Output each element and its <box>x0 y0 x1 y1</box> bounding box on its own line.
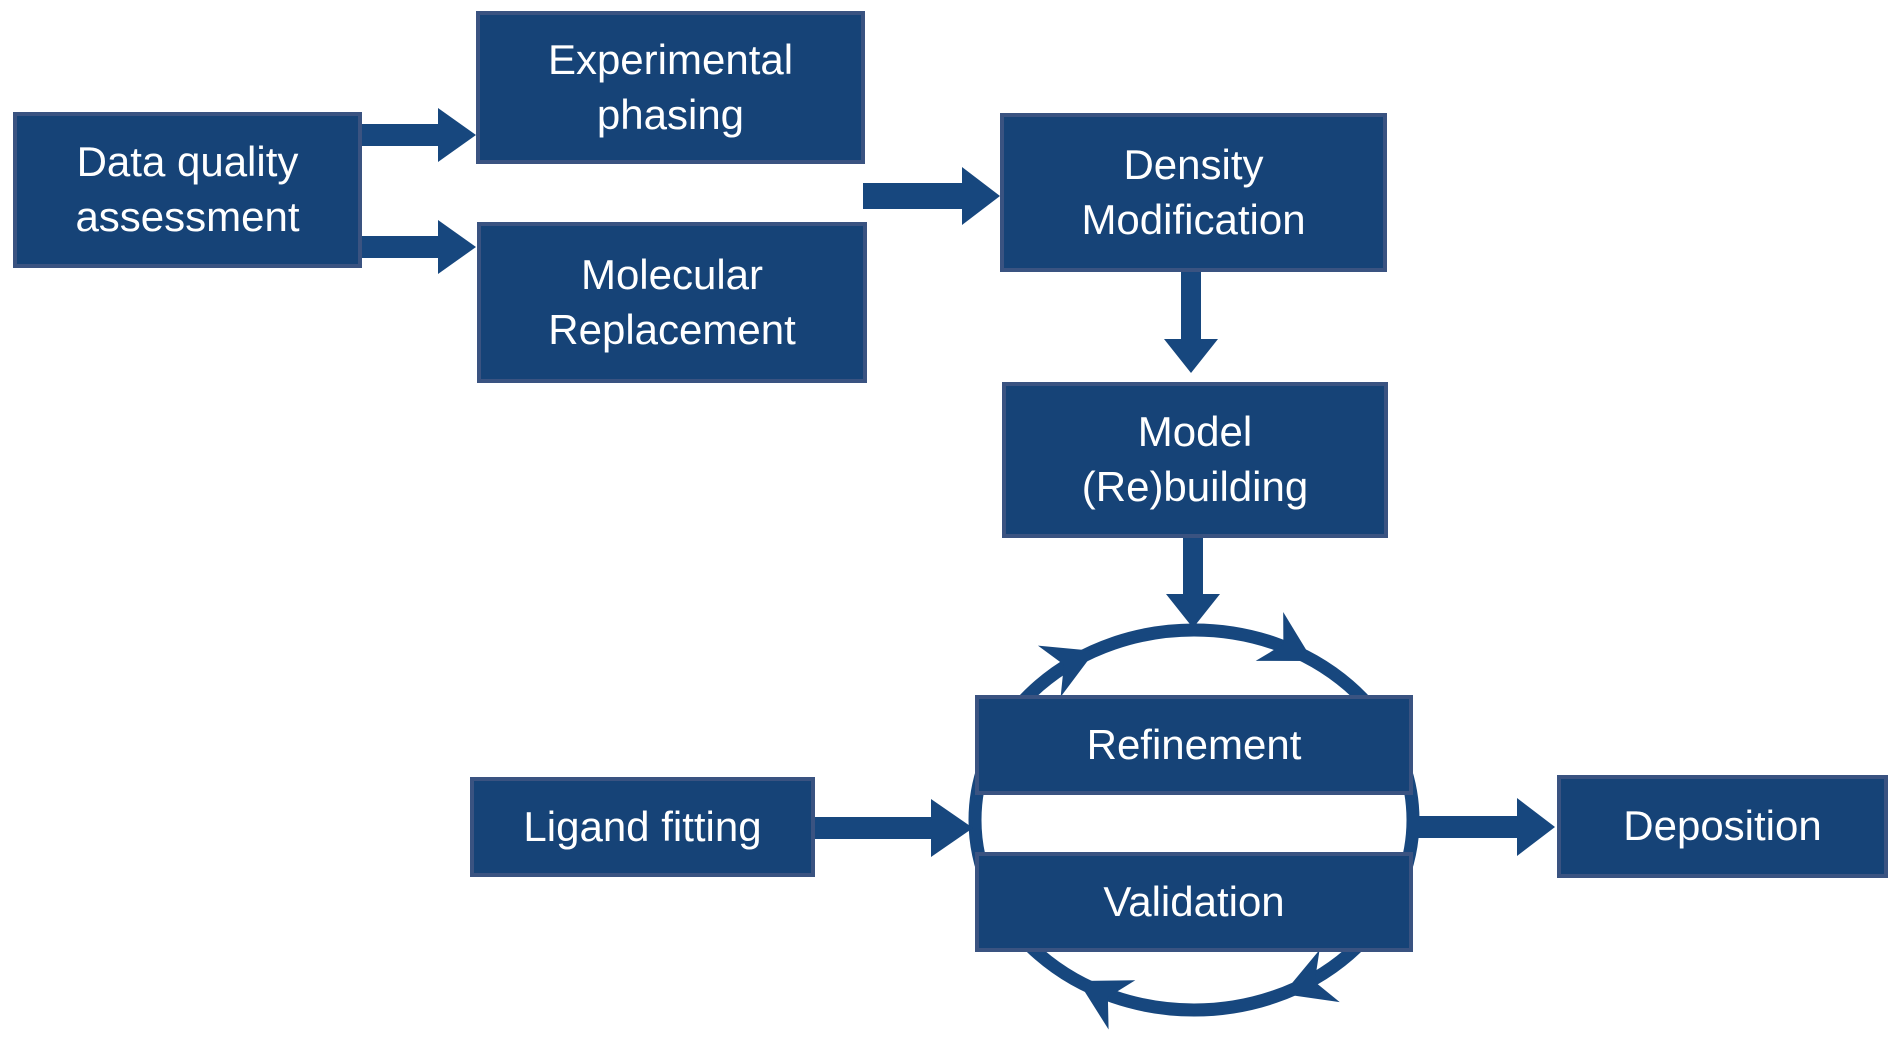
cycle-arrowhead-bottom-right-icon <box>1283 949 1340 1003</box>
node-model-rebuilding: Model (Re)building <box>1002 382 1388 538</box>
cycle-arrowhead-top-left-icon <box>1037 645 1095 697</box>
arrow-modelbuilding-to-cycle <box>1166 538 1220 628</box>
arrow-dataquality-to-phasing <box>360 108 476 162</box>
node-molecular-replacement: Molecular Replacement <box>477 222 867 383</box>
node-density-modification: Density Modification <box>1000 113 1387 272</box>
refinement-validation-cycle-ring <box>968 623 1420 1017</box>
cycle-arrowhead-top-right-icon <box>1255 612 1313 661</box>
node-refinement: Refinement <box>975 695 1413 795</box>
node-deposition: Deposition <box>1557 775 1888 878</box>
node-experimental-phasing: Experimental phasing <box>476 11 865 164</box>
node-ligand-fitting: Ligand fitting <box>470 777 815 877</box>
arrow-ligand-to-cycle <box>815 799 973 857</box>
arrow-cycle-to-deposition <box>1413 798 1555 856</box>
node-validation: Validation <box>975 852 1413 952</box>
arrow-dataquality-to-molrep <box>360 220 476 274</box>
arrow-phasing-to-density <box>863 167 1000 225</box>
arrow-density-to-modelbuilding <box>1164 272 1218 373</box>
cycle-arrowhead-bottom-left-icon <box>1078 980 1136 1030</box>
node-data-quality-assessment: Data quality assessment <box>13 112 362 268</box>
